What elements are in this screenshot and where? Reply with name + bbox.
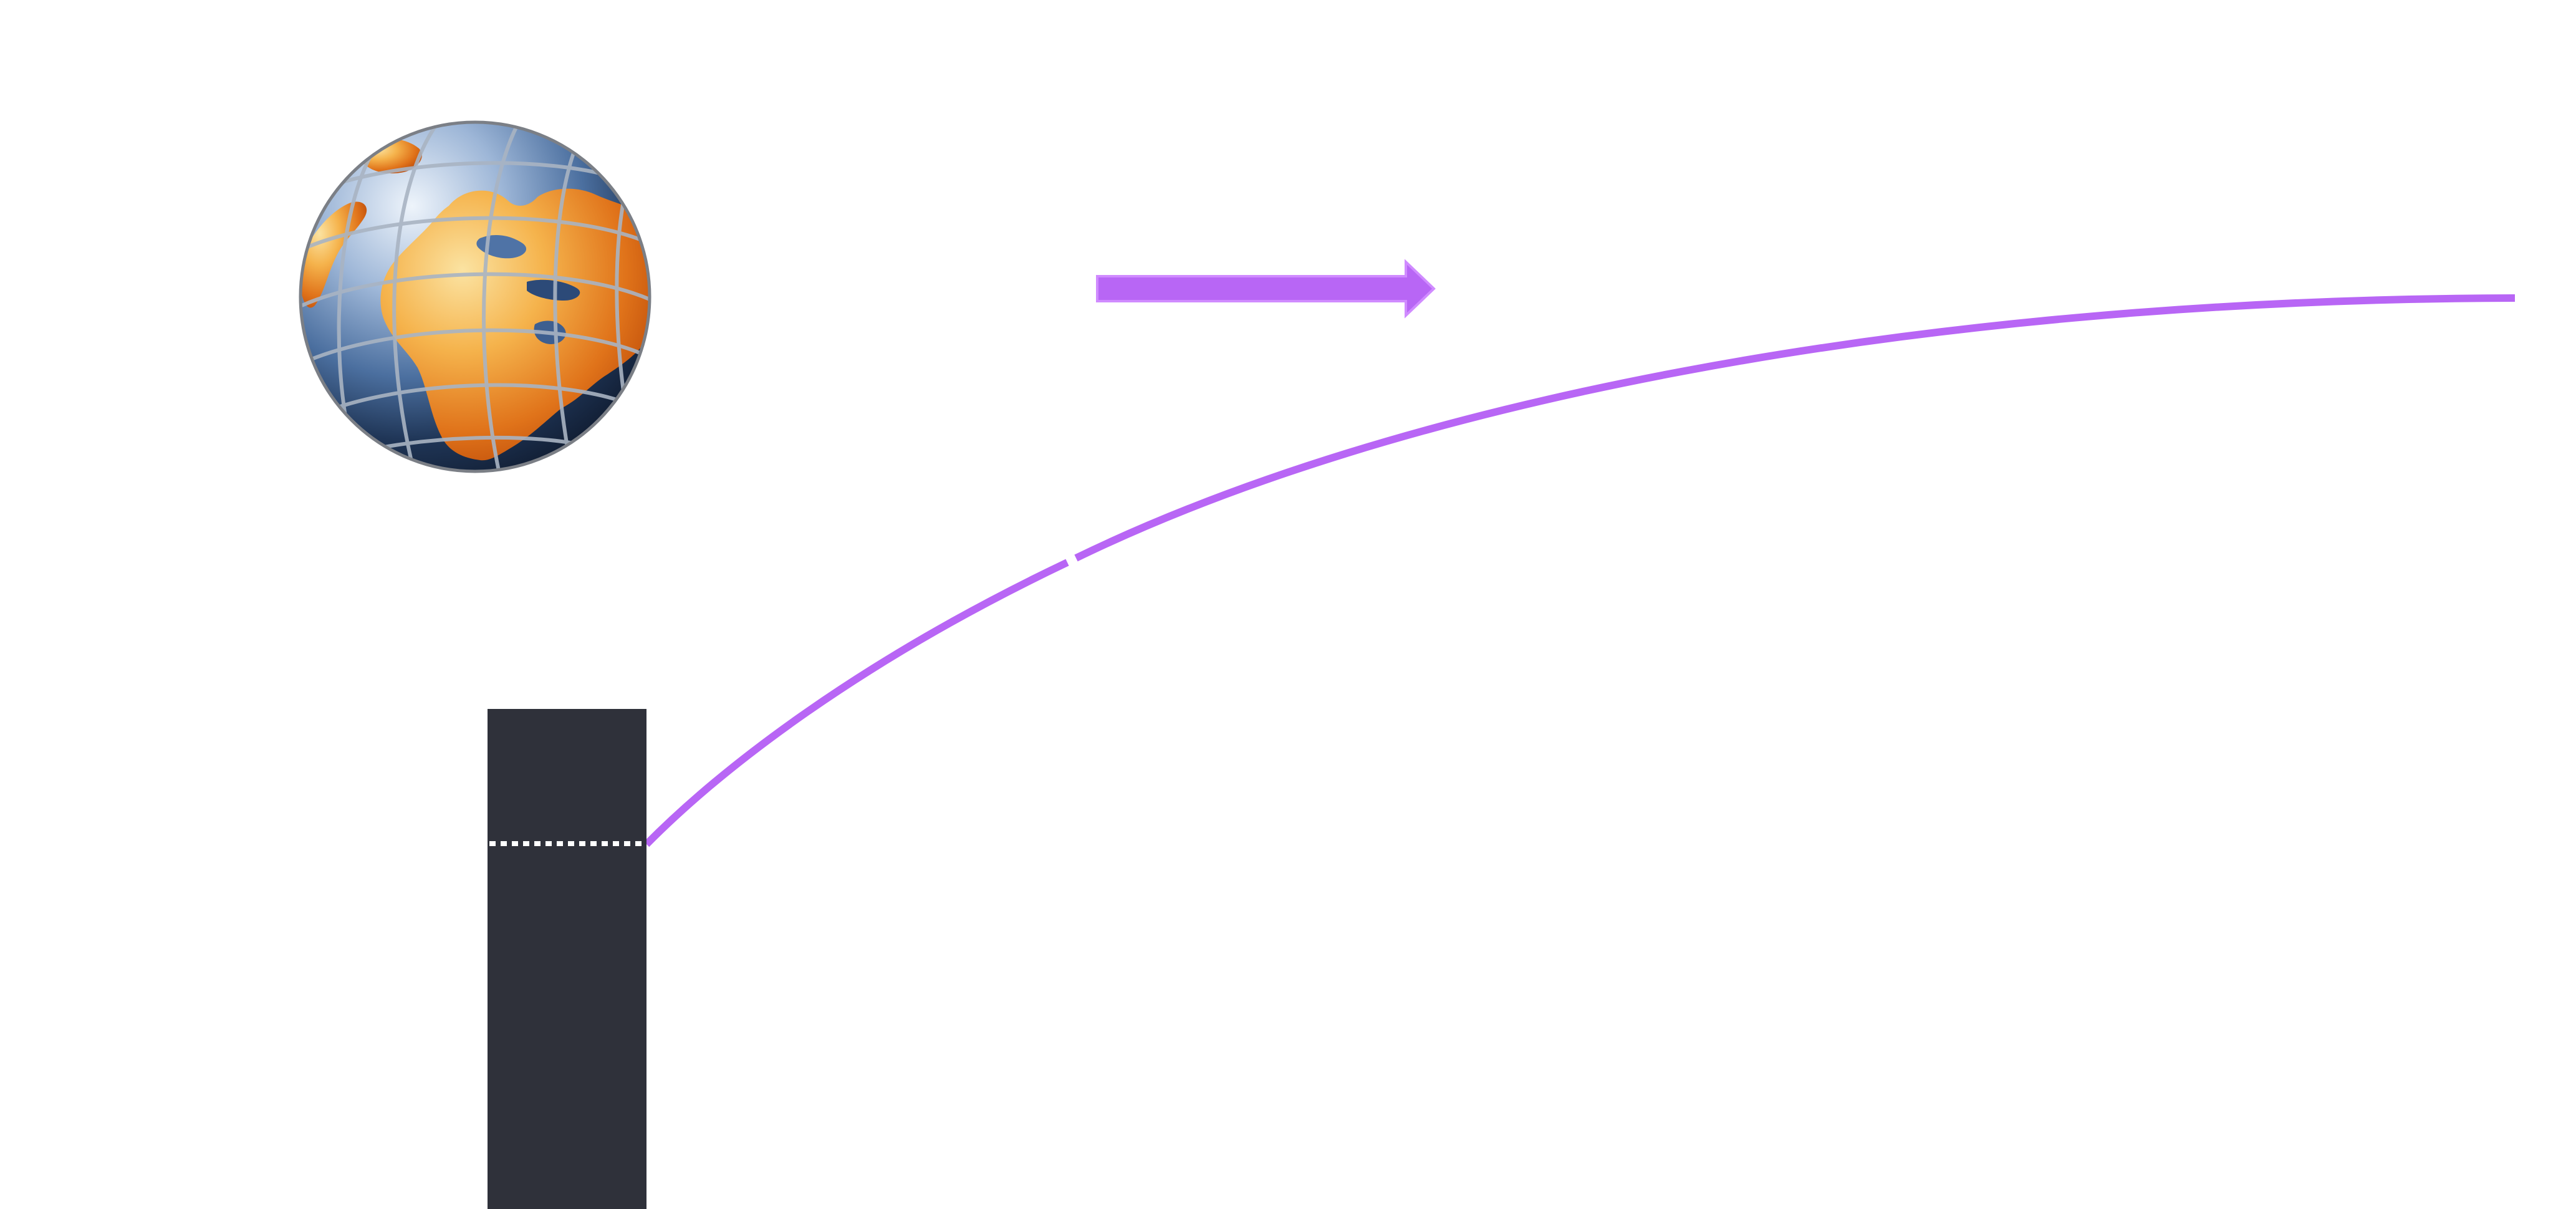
globe-icon [299, 120, 651, 473]
trajectory-curve [643, 294, 2516, 847]
tower-icon [488, 709, 646, 1209]
right-arrow-icon [1096, 259, 1436, 319]
